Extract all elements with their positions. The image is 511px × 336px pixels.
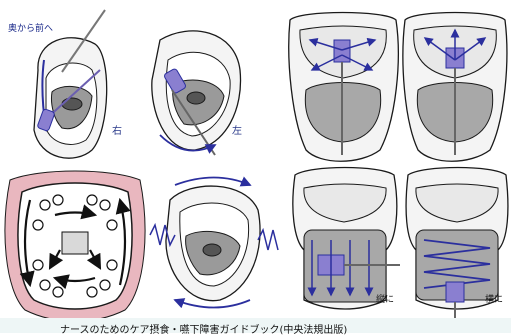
panel-cheek-side [150, 178, 278, 308]
panel-palate-front [289, 13, 398, 162]
panel-palate-radial [403, 13, 507, 162]
label-horizontal: 横に [485, 296, 503, 305]
panel-tongue-vertical [293, 168, 400, 310]
label-left: 左 [232, 127, 242, 137]
panel-full-mouth [5, 171, 145, 321]
label-right: 右 [112, 127, 122, 137]
label-back-to-front: 奥から前へ [8, 25, 53, 34]
caption-text: ナースのためのケア摂食・嚥下障害ガイドブック(中央法規出版) [60, 321, 347, 336]
panel-right-left [152, 31, 241, 155]
label-vertical: 縦に [376, 296, 394, 305]
